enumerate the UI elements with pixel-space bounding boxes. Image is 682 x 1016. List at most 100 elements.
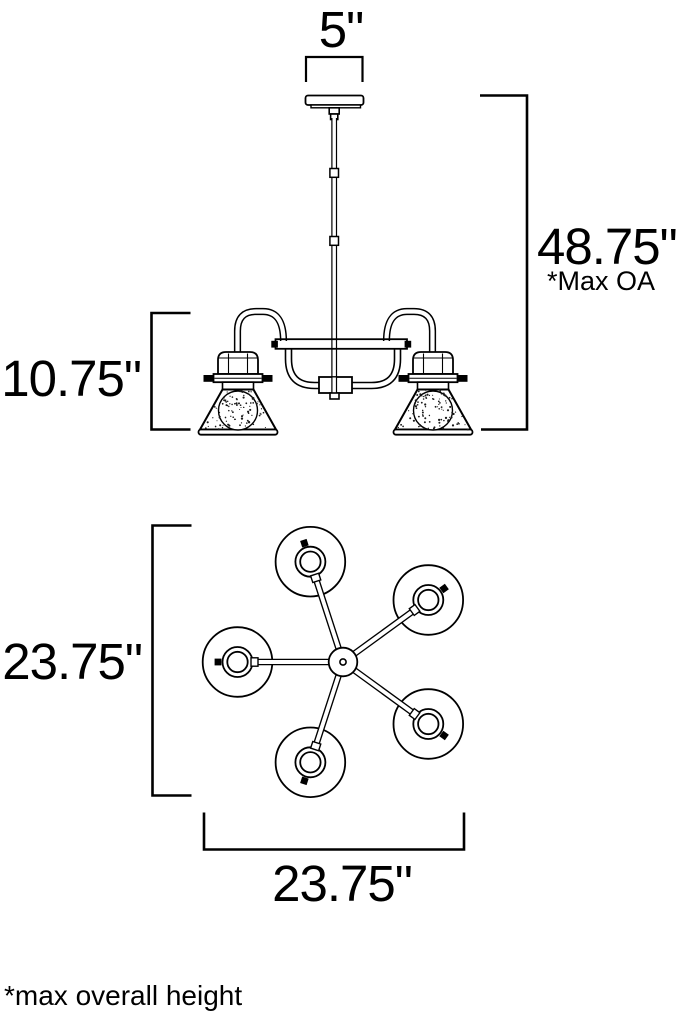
- shade-left: [197, 388, 279, 436]
- glass-seed-dot: [438, 407, 441, 410]
- glass-seed-dot: [245, 402, 248, 405]
- stem-coupler-upper: [329, 167, 340, 179]
- glass-seed-dot: [408, 410, 410, 412]
- glass-seed-dot: [424, 403, 427, 406]
- glass-seed-dot: [424, 394, 427, 397]
- glass-seed-dot: [264, 427, 266, 429]
- glass-seed-dot: [456, 423, 459, 426]
- glass-seed-dot: [422, 393, 424, 395]
- glass-seed-dot: [409, 417, 412, 420]
- glass-seed-dot: [240, 406, 242, 409]
- glass-seed-dot: [437, 400, 440, 403]
- glass-seed-dot: [248, 390, 250, 393]
- body-height-dimension-bracket: [150, 311, 191, 431]
- max-height-dimension-bracket: [480, 94, 529, 431]
- glass-seed-dot: [412, 413, 414, 415]
- glass-seed-dot: [235, 404, 238, 406]
- glass-seed-dot: [418, 396, 421, 398]
- glass-seed-dot: [417, 390, 420, 393]
- top-view: 23.75" 23.75": [2, 524, 466, 912]
- glass-seed-dot: [259, 404, 261, 406]
- glass-seed-dot: [437, 418, 441, 422]
- glass-seed-dot: [232, 411, 234, 414]
- glass-seed-dot: [213, 406, 216, 408]
- glass-seed-dot: [427, 427, 430, 429]
- glass-seed-dot: [412, 419, 415, 422]
- glass-seed-dot: [252, 402, 255, 404]
- glass-seed-dot: [448, 396, 451, 399]
- glass-seed-dot: [415, 407, 418, 410]
- glass-seed-dot: [239, 408, 241, 411]
- ceiling-canopy: [304, 94, 365, 106]
- glass-seed-dot: [432, 398, 434, 400]
- glass-seed-dot: [419, 393, 422, 396]
- glass-seed-dot: [421, 395, 423, 397]
- top-view-height-dimension-bracket: [151, 524, 192, 797]
- glass-seed-dot: [216, 420, 218, 422]
- glass-seed-dot: [420, 401, 423, 404]
- glass-seed-dot: [214, 425, 217, 428]
- glass-seed-dot: [225, 404, 228, 407]
- glass-seed-dot: [423, 427, 426, 429]
- glass-seed-dot: [421, 411, 424, 414]
- glass-seed-dot: [218, 411, 221, 414]
- glass-seed-dot: [451, 411, 454, 414]
- glass-seed-dot: [256, 404, 258, 406]
- glass-seed-dot: [228, 409, 230, 412]
- glass-seed-dot: [207, 425, 209, 428]
- top-view-width-dimension-bracket: [202, 812, 466, 851]
- glass-seed-dot: [451, 424, 455, 427]
- glass-seed-dot: [428, 394, 431, 397]
- glass-seed-dot: [425, 396, 427, 398]
- glass-seed-dot: [231, 403, 233, 406]
- glass-seed-dot: [232, 416, 235, 419]
- glass-seed-dot: [248, 393, 250, 395]
- glass-seed-dot: [442, 409, 444, 411]
- ring-end-cap-right: [404, 340, 412, 348]
- canopy-stem-connector: [328, 107, 341, 115]
- glass-seed-dot: [447, 420, 449, 422]
- glass-seed-dot: [249, 405, 251, 407]
- glass-seed-dot: [418, 425, 420, 428]
- glass-seed-dot: [204, 427, 207, 429]
- glass-seed-dot: [247, 412, 250, 415]
- glass-seed-dot: [247, 410, 250, 413]
- side-view: 5" 48.75" *Max OA 10.75": [1, 1, 678, 436]
- glass-seed-dot: [239, 389, 242, 393]
- glass-seed-dot: [423, 421, 426, 424]
- seeded-glass-stipple-right: [397, 389, 469, 431]
- glass-seed-dot: [446, 409, 450, 412]
- top-view-width-dimension-label: 23.75": [272, 855, 412, 912]
- glass-seed-dot: [402, 425, 404, 428]
- glass-seed-dot: [438, 398, 440, 400]
- glass-seed-dot: [247, 421, 251, 424]
- body-height-dimension-label: 10.75": [1, 350, 141, 407]
- glass-seed-dot: [434, 405, 437, 408]
- glass-seed-dot: [442, 427, 445, 430]
- glass-seed-dot: [222, 424, 224, 427]
- glass-seed-dot: [452, 412, 455, 416]
- glass-seed-dot: [440, 406, 443, 408]
- glass-seed-dot: [221, 426, 224, 429]
- glass-seed-dot: [416, 394, 419, 396]
- max-height-dimension-label: 48.75": [537, 218, 677, 275]
- glass-seed-dot: [255, 402, 258, 405]
- glass-seed-dot: [231, 396, 234, 398]
- glass-seed-dot: [438, 389, 441, 391]
- glass-seed-dot: [421, 414, 424, 416]
- glass-seed-dot: [424, 417, 427, 420]
- glass-seed-dot: [439, 402, 441, 404]
- glass-seed-dot: [229, 395, 231, 397]
- glass-seed-dot: [217, 428, 220, 431]
- glass-seed-dot: [442, 392, 445, 395]
- glass-seed-dot: [428, 414, 431, 417]
- glass-seed-dot: [206, 421, 209, 424]
- glass-seed-dot: [449, 405, 452, 408]
- glass-seed-dot: [249, 402, 252, 404]
- glass-seed-dot: [437, 390, 440, 393]
- glass-seed-dot: [251, 414, 253, 417]
- glass-seed-dot: [246, 419, 249, 422]
- glass-seed-dot: [240, 415, 244, 418]
- arm-ring-collars: [250, 572, 421, 752]
